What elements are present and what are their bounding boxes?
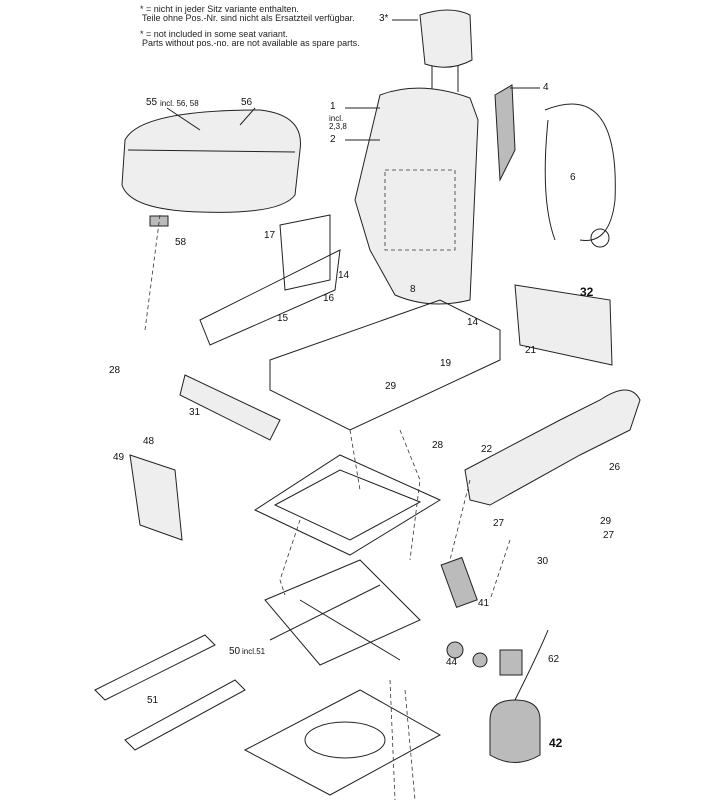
label-55-incl: incl. 56, 58: [160, 99, 199, 108]
label-28a: 28: [109, 365, 121, 376]
label-32: 32: [580, 285, 594, 299]
label-3: 3*: [379, 13, 389, 24]
scissor-upper-frame: [253, 454, 442, 556]
label-28b: 28: [432, 440, 444, 451]
label-22: 22: [481, 444, 493, 455]
side-frame-part: [464, 389, 641, 506]
label-51: 51: [147, 695, 159, 706]
note-de-line2: Teile ohne Pos.-Nr. sind nicht als Ersat…: [142, 13, 355, 23]
label-19: 19: [440, 358, 452, 369]
label-29b: 29: [600, 516, 612, 527]
rails-part: [94, 634, 246, 751]
label-16: 16: [323, 293, 335, 304]
rear-panel-part: [514, 284, 613, 366]
label-42: 42: [549, 736, 563, 750]
part-48: [129, 454, 183, 541]
backrest-part: [354, 87, 479, 305]
base-frame-part: [243, 689, 442, 796]
note-en-line2: Parts without pos.-no. are not available…: [142, 38, 360, 48]
label-14a: 14: [338, 270, 350, 281]
label-27a: 27: [493, 518, 505, 529]
note-en-line1: * = not included in some seat variant.: [140, 29, 288, 39]
label-41: 41: [478, 598, 490, 609]
label-31: 31: [189, 407, 201, 418]
label-27b: 27: [603, 530, 615, 541]
part-4: [494, 84, 516, 182]
rail-31-part: [179, 374, 281, 441]
label-6: 6: [570, 172, 576, 183]
seat-belt-part: [544, 103, 616, 241]
label-14b: 14: [467, 317, 479, 328]
label-26: 26: [609, 462, 621, 473]
label-29a: 29: [385, 381, 397, 392]
label-1-incl: incl.: [329, 114, 344, 123]
seat-cushion-part: [121, 109, 301, 213]
label-8: 8: [410, 284, 416, 295]
label-55: 55: [146, 97, 158, 108]
label-50-incl: incl.51: [242, 647, 266, 656]
label-2: 2: [330, 134, 336, 145]
label-44: 44: [446, 657, 458, 668]
label-15: 15: [277, 313, 289, 324]
label-1: 1: [330, 101, 336, 112]
label-48: 48: [143, 436, 155, 447]
scissor-lower-part: [264, 559, 421, 666]
label-58: 58: [175, 237, 187, 248]
label-1-incl-list: 2,3,8: [329, 122, 347, 131]
label-17: 17: [264, 230, 276, 241]
shock-absorber-part: [440, 556, 478, 609]
label-50: 50: [229, 646, 241, 657]
label-21: 21: [525, 345, 537, 356]
label-56: 56: [241, 97, 253, 108]
headrest-part: [419, 9, 473, 68]
label-4: 4: [543, 82, 549, 93]
air-spring-part: [489, 699, 541, 763]
label-49: 49: [113, 452, 125, 463]
label-30: 30: [537, 556, 549, 567]
label-62: 62: [548, 654, 560, 665]
seat-frame-part: [269, 299, 501, 431]
note-de-line1: * = nicht in jeder Sitz variante enthalt…: [140, 4, 299, 14]
